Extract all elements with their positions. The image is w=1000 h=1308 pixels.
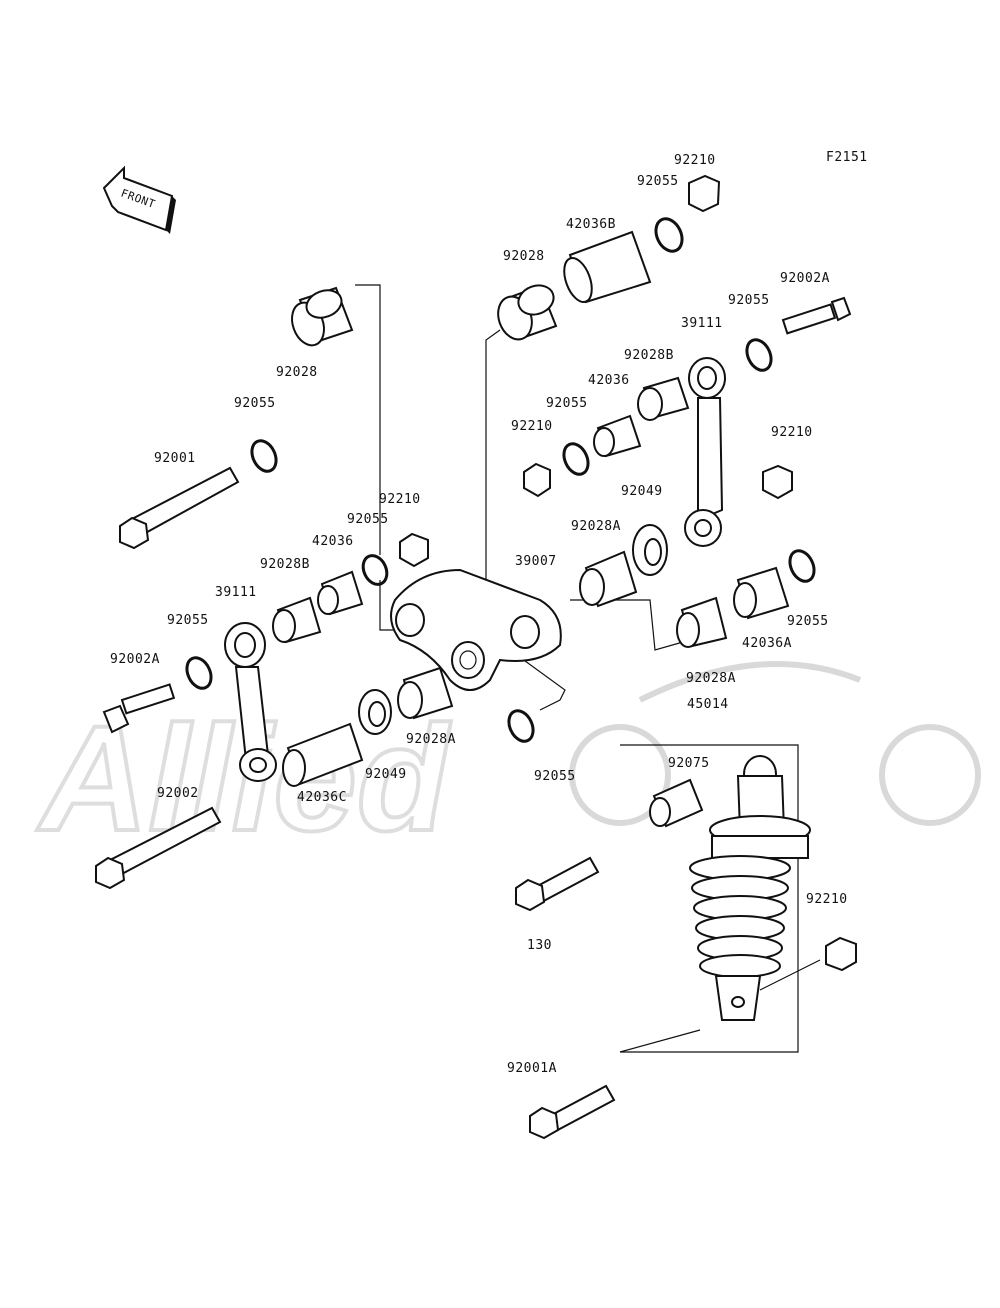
collar-92028b-right <box>637 376 690 421</box>
bushing-92028-left <box>291 286 354 347</box>
oring-92055-center <box>507 709 535 743</box>
oring-92055-left <box>250 439 278 473</box>
callout-p24: 92028B <box>260 557 310 572</box>
washer-92049-left <box>358 689 392 735</box>
collar-42036-left <box>317 570 364 616</box>
callout-p37: 92210 <box>806 892 848 907</box>
callout-p35: 92075 <box>668 756 710 771</box>
nut-92210-top <box>688 174 721 213</box>
bolt-92002a-left <box>102 683 176 734</box>
collar-42036b <box>563 230 652 304</box>
callout-p16: 92055 <box>787 614 829 629</box>
callout-p32: 42036C <box>297 790 347 805</box>
nut-92210-bottom <box>825 936 857 972</box>
callout-p04: 92028 <box>503 249 545 264</box>
bolt-92002 <box>95 806 222 890</box>
nut-92210-left <box>399 532 429 568</box>
oring-92055-top <box>654 217 684 253</box>
rocker-arm-39007 <box>390 568 562 691</box>
callout-p14: 92028A <box>571 519 621 534</box>
bolt-130 <box>515 856 600 912</box>
callout-p06: 92055 <box>728 293 770 308</box>
front-arrow-icon: FRONT <box>102 165 176 234</box>
callout-p22: 92055 <box>347 512 389 527</box>
callout-p31: 92049 <box>365 767 407 782</box>
bushing-92028-top <box>497 284 558 341</box>
callout-p34: 92002 <box>157 786 199 801</box>
collar-92028b-left <box>272 596 322 644</box>
callout-p08: 92028B <box>624 348 674 363</box>
collar-92028a-left <box>397 666 454 720</box>
callout-p21: 92210 <box>379 492 421 507</box>
callout-p10: 92055 <box>546 396 588 411</box>
bolt-92001 <box>119 466 240 550</box>
collar-92028a-lower-right <box>676 596 728 648</box>
collar-42036c <box>282 722 364 787</box>
callout-p17: 42036A <box>742 636 792 651</box>
callout-p05: 92002A <box>780 271 830 286</box>
link-39111-right <box>684 357 726 547</box>
ref-code: F2151 <box>826 150 868 165</box>
collar-92075 <box>649 778 704 828</box>
callout-p23: 42036 <box>312 534 354 549</box>
collar-42036-right <box>593 414 642 458</box>
nut-92210-right <box>762 464 793 500</box>
callout-p18: 92028 <box>276 365 318 380</box>
oring-92055-left-mid <box>361 554 389 586</box>
callouts: 92210 92055 42036B 92028 92002A 92055 39… <box>110 153 848 1076</box>
callout-p20: 92001 <box>154 451 196 466</box>
callout-p29: 45014 <box>687 697 729 712</box>
callout-p38: 92001A <box>507 1061 557 1076</box>
callout-p25: 39111 <box>215 585 257 600</box>
nut-92210-mid <box>523 462 551 498</box>
callout-p07: 39111 <box>681 316 723 331</box>
callout-p11: 92210 <box>511 419 553 434</box>
collar-92028a-right <box>579 550 638 608</box>
callout-p13: 92049 <box>621 484 663 499</box>
bolt-92001a <box>529 1084 616 1140</box>
collar-42036a <box>733 566 790 620</box>
oring-92055-far-right <box>788 549 816 583</box>
washer-92049-right <box>632 524 668 576</box>
callout-p12: 92210 <box>771 425 813 440</box>
callout-p28: 92028A <box>686 671 736 686</box>
callout-p19: 92055 <box>234 396 276 411</box>
shock-absorber-45014 <box>689 755 811 1021</box>
callout-p09: 42036 <box>588 373 630 388</box>
callout-p01: 92210 <box>674 153 716 168</box>
callout-p03: 42036B <box>566 217 616 232</box>
bolt-92002a-right <box>781 296 852 335</box>
oring-92055-right <box>745 338 773 372</box>
callout-p27: 92002A <box>110 652 160 667</box>
oring-92055-mid <box>562 442 590 476</box>
callout-p30: 92028A <box>406 732 456 747</box>
callout-p02: 92055 <box>637 174 679 189</box>
callout-p26: 92055 <box>167 613 209 628</box>
link-39111-left <box>224 622 277 782</box>
callout-p33: 92055 <box>534 769 576 784</box>
oring-92055-left-low <box>185 656 213 690</box>
callout-p36: 130 <box>527 938 552 953</box>
callout-p15: 39007 <box>515 554 557 569</box>
